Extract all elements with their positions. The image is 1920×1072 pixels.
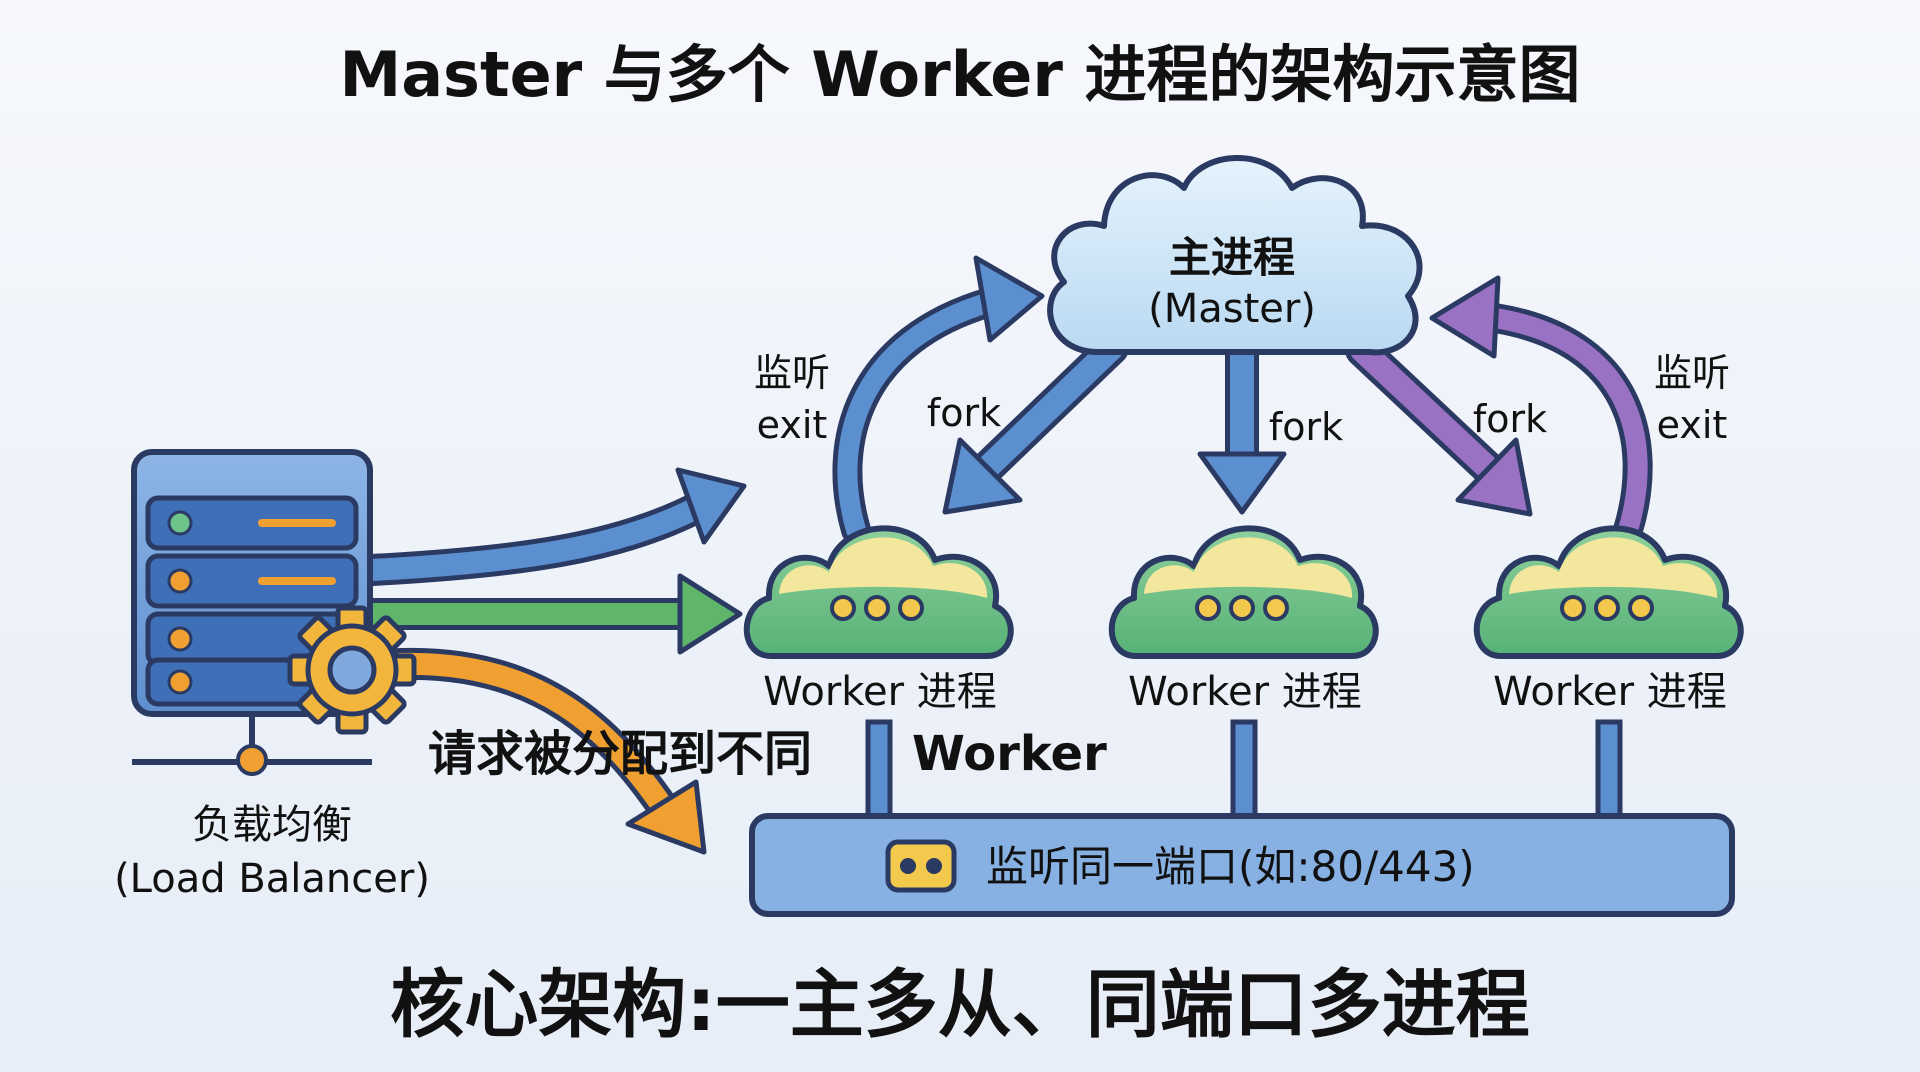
port-bar-label: 监听同一端口(如:80/443) xyxy=(986,842,1475,891)
worker-label-1: Worker 进程 xyxy=(763,669,997,715)
gear-icon xyxy=(287,605,417,735)
request-arrow-green xyxy=(356,573,743,655)
shared-port-bar: 监听同一端口(如:80/443) xyxy=(749,813,1735,917)
request-arrow-orange xyxy=(384,647,707,855)
worker-cloud-3 xyxy=(1473,525,1744,659)
fork-label-left: fork xyxy=(927,391,1001,435)
monitor-label-left-line2: exit xyxy=(757,403,828,447)
worker-label-3: Worker 进程 xyxy=(1493,669,1727,715)
monitor-label-right-line2: exit xyxy=(1657,403,1728,447)
diagram-title: Master 与多个 Worker 进程的架构示意图 xyxy=(340,38,1581,111)
monitor-exit-arrow-right xyxy=(1429,275,1653,545)
footer-summary: 核心架构:一主多从、同端口多进程 xyxy=(390,962,1530,1048)
worker-label-2: Worker 进程 xyxy=(1128,669,1362,715)
load-balancer-label-line2: (Load Balancer) xyxy=(114,856,430,902)
request-distribution-label: 请求被分配到不同 xyxy=(428,726,812,782)
worker-cloud-1 xyxy=(743,525,1014,659)
fork-label-middle: fork xyxy=(1269,405,1343,449)
master-cloud: 主进程 (Master) xyxy=(1047,155,1423,356)
worker-cloud-2 xyxy=(1108,525,1379,659)
monitor-exit-arrow-left xyxy=(832,255,1045,545)
fork-arrow-left xyxy=(942,331,1129,515)
master-label-line1: 主进程 xyxy=(1169,233,1295,282)
master-label-line2: (Master) xyxy=(1148,286,1316,332)
fork-arrow-middle xyxy=(1197,335,1287,515)
monitor-label-left-line1: 监听 xyxy=(754,351,830,395)
request-distribution-worker-label: Worker xyxy=(912,726,1107,782)
load-balancer-label-line1: 负载均衡 xyxy=(192,802,352,848)
monitor-label-right-line1: 监听 xyxy=(1654,351,1730,395)
fork-label-right: fork xyxy=(1473,397,1547,441)
fork-arrow-right xyxy=(1345,333,1533,517)
request-arrow-blue xyxy=(356,467,747,586)
port-icon xyxy=(885,839,957,893)
